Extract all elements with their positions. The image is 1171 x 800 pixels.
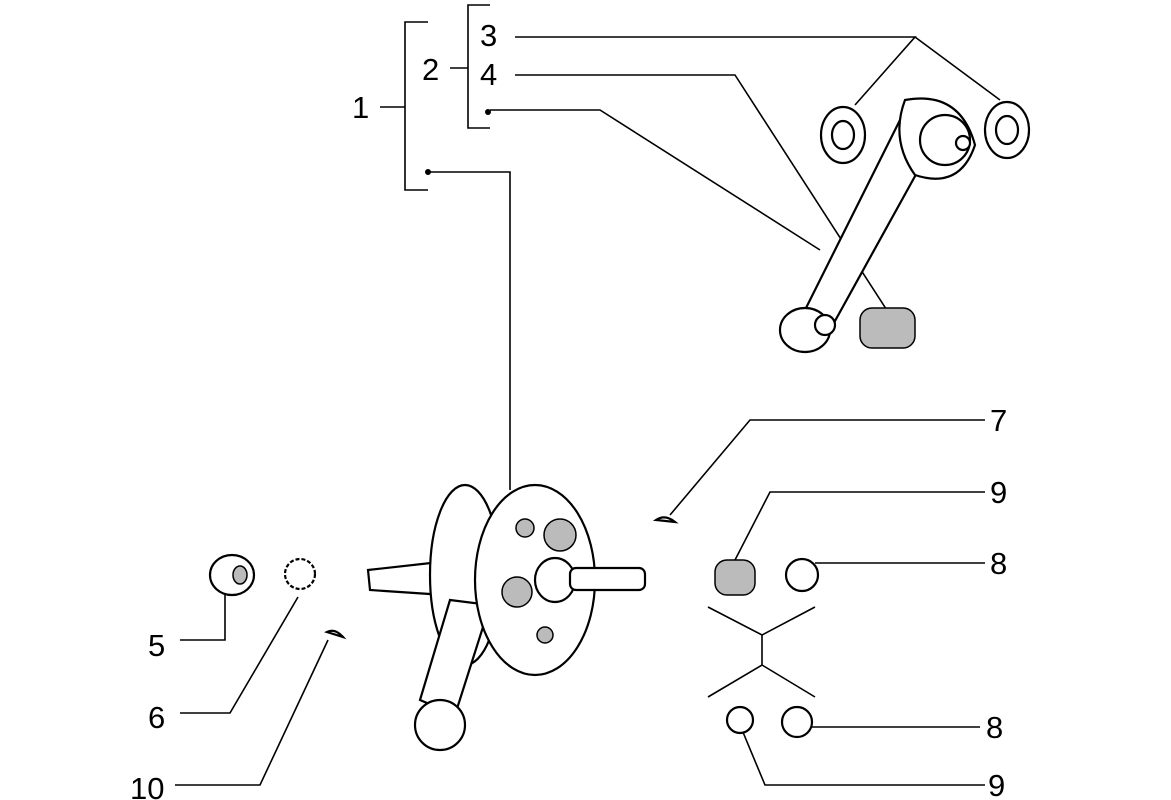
small-parts [208, 516, 820, 739]
assembly-brackets [380, 4, 491, 191]
label-8-top: 8 [990, 546, 1007, 581]
label-7: 7 [990, 403, 1007, 438]
label-9-top: 9 [990, 475, 1007, 510]
label-6: 6 [148, 700, 165, 735]
label-4: 4 [480, 57, 497, 92]
label-1: 1 [352, 90, 369, 125]
label-5: 5 [148, 628, 165, 663]
label-8-bottom: 8 [986, 710, 1003, 745]
connecting-rod-assembly [778, 97, 1031, 354]
leader-dot [485, 109, 491, 115]
label-10: 10 [130, 771, 164, 800]
crankshaft [366, 483, 647, 752]
label-2: 2 [422, 52, 439, 87]
label-9-bottom: 9 [988, 768, 1005, 800]
leader-lines [175, 36, 1001, 786]
label-3: 3 [480, 18, 497, 53]
